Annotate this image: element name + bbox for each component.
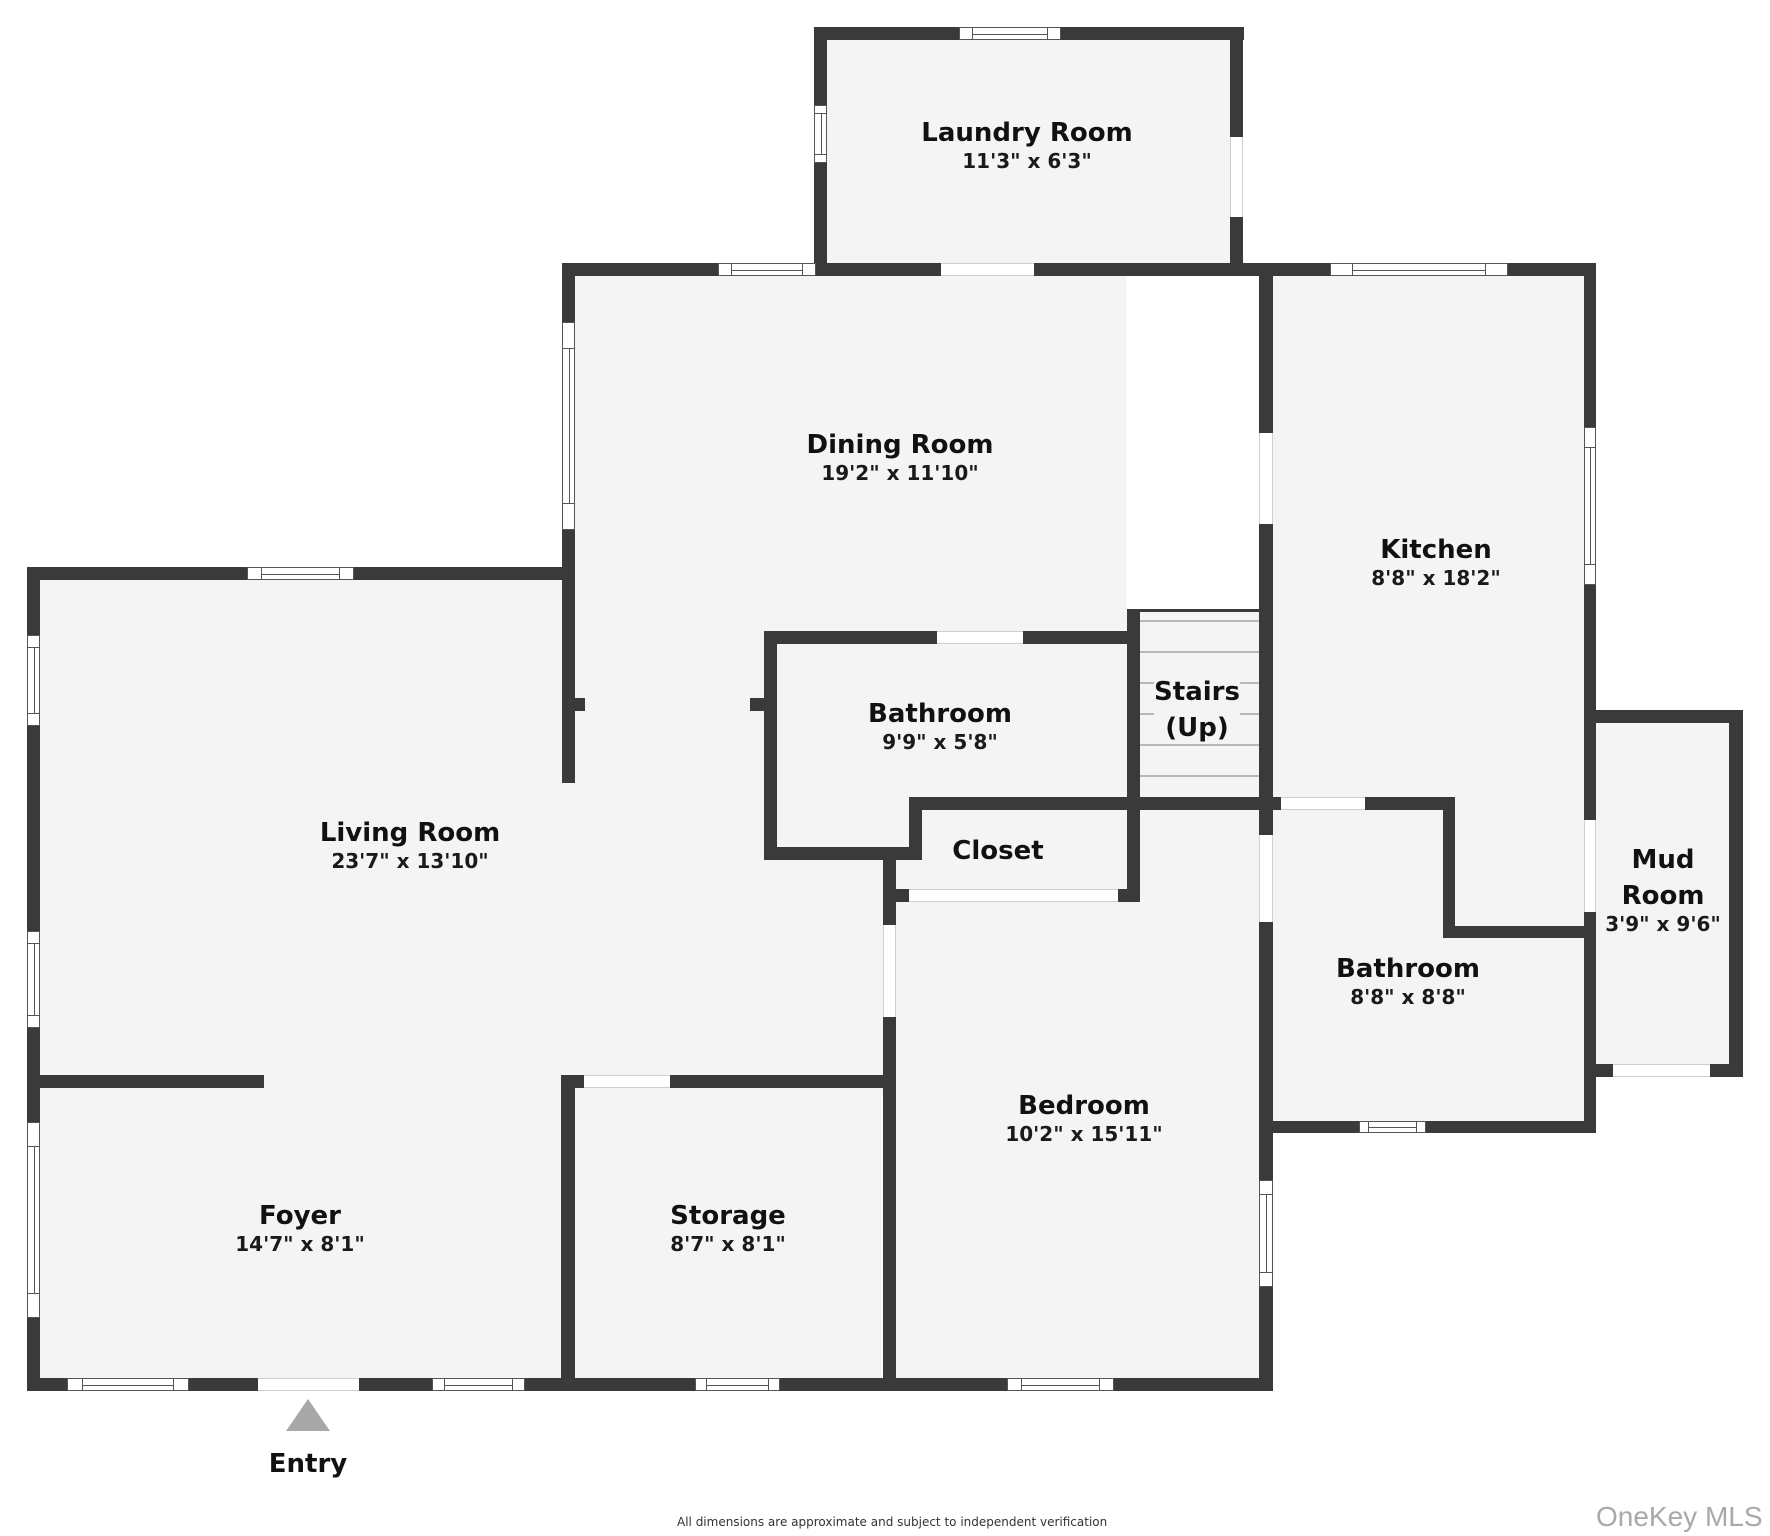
bathroom1-floor <box>777 644 1127 847</box>
wall <box>561 1075 575 1385</box>
entry-label: Entry <box>268 1449 348 1479</box>
doorway[interactable] <box>1230 137 1243 217</box>
kitchen-floor <box>1273 276 1584 806</box>
wall <box>1259 1121 1596 1133</box>
doorway[interactable] <box>1584 820 1596 912</box>
laundry-room-floor <box>827 40 1230 270</box>
wall <box>1443 926 1596 938</box>
room-name: Closet <box>952 836 1044 866</box>
mud-room-floor <box>1596 723 1729 1065</box>
room-dimensions: 11'3" x 6'3" <box>962 149 1092 173</box>
room-label-foyer: Foyer 14'7" x 8'1" <box>235 1201 365 1257</box>
room-label-closet: Closet <box>952 836 1043 866</box>
wall <box>1259 263 1273 1391</box>
window <box>67 1378 189 1391</box>
room-dimensions: 10'2" x 15'11" <box>1005 1122 1163 1146</box>
window <box>247 567 354 580</box>
room-dimensions: 8'7" x 8'1" <box>670 1232 786 1256</box>
foyer-floor <box>40 1080 575 1380</box>
stair-step <box>1140 775 1260 777</box>
wall <box>1584 710 1743 723</box>
wall <box>764 847 909 860</box>
window <box>1359 1121 1426 1133</box>
room-label-laundry: Laundry Room 11'3" x 6'3" <box>921 118 1132 174</box>
room-label-living: Living Room 23'7" x 13'10" <box>320 818 500 874</box>
entry-arrow-icon <box>286 1399 330 1431</box>
room-name: Kitchen <box>1380 535 1492 565</box>
doorway[interactable] <box>941 263 1034 276</box>
window <box>695 1378 780 1391</box>
room-dimensions: 14'7" x 8'1" <box>235 1232 365 1256</box>
room-label-bathroom2: Bathroom 8'8" x 8'8" <box>1336 954 1480 1010</box>
doorway[interactable] <box>1281 797 1365 810</box>
window <box>1330 263 1508 276</box>
room-name: Dining Room <box>806 430 994 460</box>
stair-step <box>1140 620 1260 622</box>
entry-door[interactable] <box>258 1378 359 1391</box>
window <box>562 322 575 530</box>
window <box>1584 427 1596 585</box>
room-name: Foyer <box>259 1201 341 1231</box>
room-name-line1: Mud <box>1631 845 1695 875</box>
wall <box>764 631 777 860</box>
room-dimensions: 8'8" x 18'2" <box>1371 566 1501 590</box>
room-dimensions: 3'9" x 9'6" <box>1605 912 1721 936</box>
stair-step <box>1140 651 1260 653</box>
wall <box>1443 797 1455 938</box>
wall <box>27 1075 264 1088</box>
room-name-line2: Room <box>1621 881 1705 911</box>
window <box>27 931 40 1028</box>
wall-stub <box>575 698 585 711</box>
wall <box>909 797 1455 810</box>
closet-doorway[interactable] <box>909 889 1118 902</box>
room-label-mud: Mud Room 3'9" x 9'6" <box>1605 845 1721 937</box>
stairs-top-edge <box>1140 609 1260 612</box>
wall <box>1127 609 1140 902</box>
window <box>1259 1180 1273 1287</box>
wall <box>1729 710 1743 1077</box>
doorway[interactable] <box>1613 1064 1710 1077</box>
window <box>27 635 40 726</box>
room-name: Bedroom <box>1018 1091 1150 1121</box>
window <box>1007 1378 1114 1391</box>
room-name-line2: (Up) <box>1154 713 1240 743</box>
disclaimer-text: All dimensions are approximate and subje… <box>677 1515 1108 1529</box>
window <box>718 263 816 276</box>
room-label-kitchen: Kitchen 8'8" x 18'2" <box>1371 535 1501 591</box>
wall-stub <box>750 698 764 711</box>
room-label-storage: Storage 8'7" x 8'1" <box>670 1201 786 1257</box>
room-dimensions: 23'7" x 13'10" <box>331 849 489 873</box>
storage-floor <box>575 1088 882 1380</box>
room-label-bedroom: Bedroom 10'2" x 15'11" <box>1005 1091 1162 1147</box>
room-name: Storage <box>670 1201 786 1231</box>
wall <box>1584 263 1596 1133</box>
doorway[interactable] <box>937 631 1023 644</box>
bathroom2-floor <box>1273 808 1584 1121</box>
room-name: Living Room <box>319 818 501 848</box>
window <box>27 1122 40 1318</box>
room-name: Bathroom <box>1336 954 1480 984</box>
window <box>432 1378 525 1391</box>
room-dimensions: 8'8" x 8'8" <box>1350 985 1466 1009</box>
room-label-dining: Dining Room 19'2" x 11'10" <box>807 430 994 486</box>
room-dimensions: 19'2" x 11'10" <box>821 461 979 485</box>
window <box>959 27 1061 40</box>
doorway[interactable] <box>1259 433 1273 524</box>
room-name: Bathroom <box>868 699 1012 729</box>
wall <box>909 797 922 860</box>
room-name-line1: Stairs <box>1154 677 1240 707</box>
doorway[interactable] <box>883 925 896 1017</box>
stair-step <box>1140 744 1260 746</box>
window <box>814 105 827 163</box>
doorway[interactable] <box>1259 835 1273 922</box>
room-label-stairs: Stairs (Up) <box>1154 677 1240 743</box>
room-name: Laundry Room <box>921 118 1133 148</box>
doorway[interactable] <box>584 1075 670 1088</box>
living-room-floor <box>40 580 575 1080</box>
bedroom-floor <box>896 810 1260 1380</box>
onekey-mls-watermark: OneKey MLS <box>1596 1501 1763 1532</box>
room-dimensions: 9'9" x 5'8" <box>882 730 998 754</box>
room-label-bathroom1: Bathroom 9'9" x 5'8" <box>868 699 1012 755</box>
